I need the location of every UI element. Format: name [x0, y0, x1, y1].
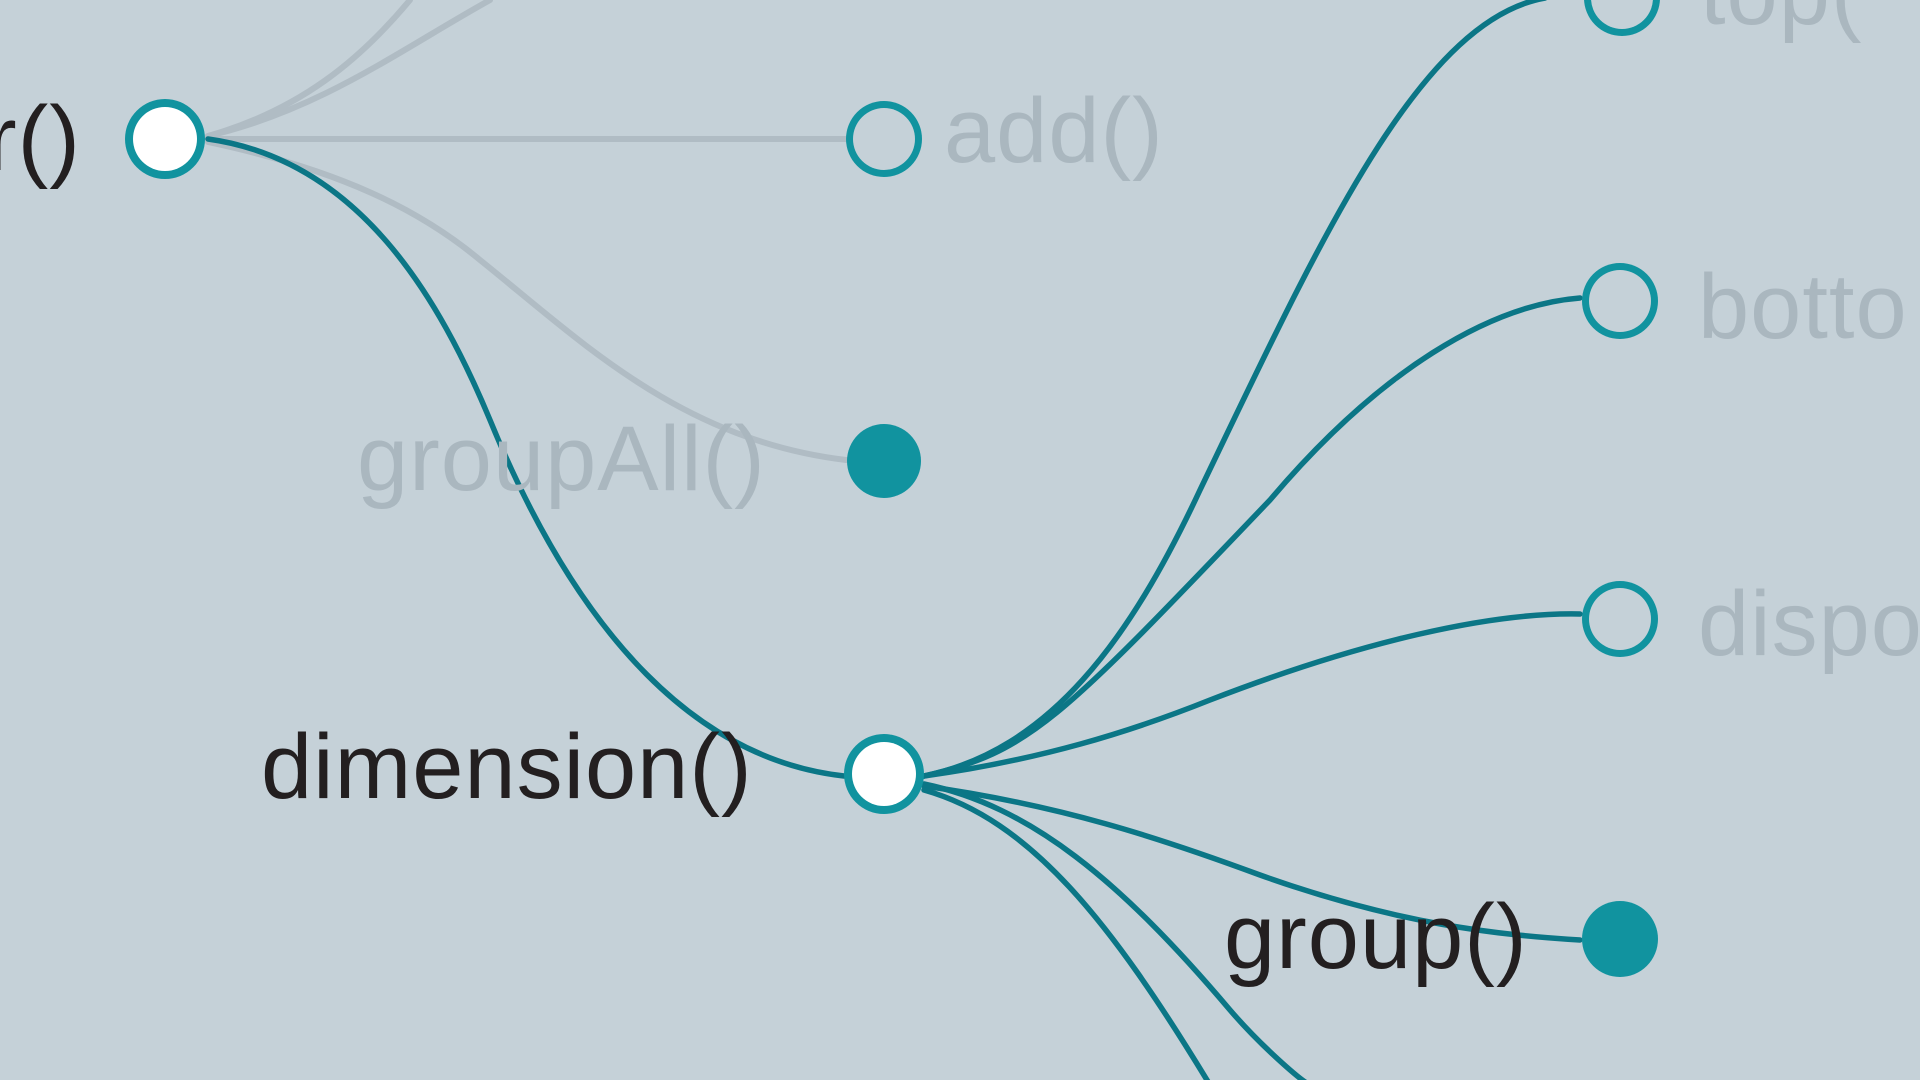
- crossfilter-node-core: [133, 107, 197, 171]
- edge-root-offscreen-2: [205, 0, 493, 139]
- edge-dimension-group: [921, 783, 1583, 943]
- edge-dimension-top: [921, 0, 1547, 779]
- dimension-node-core: [852, 742, 916, 806]
- active-edges: [205, 0, 1583, 1080]
- group-label: group(): [1224, 886, 1528, 988]
- add-label: add(): [944, 80, 1164, 182]
- crossfilter-label: r(): [0, 88, 81, 190]
- edge-dimension-dispose: [921, 611, 1583, 779]
- edge-root-dimension: [205, 136, 847, 779]
- edge-dimension-offscreen-1: [921, 787, 1211, 1080]
- bottom-label: botto: [1698, 256, 1908, 358]
- edge-dimension-offscreen-2: [921, 781, 1308, 1080]
- muted-edges: [205, 0, 851, 463]
- add-node-core: [853, 108, 915, 170]
- bottom-node-core: [1589, 270, 1651, 332]
- group-node[interactable]: [1582, 901, 1658, 977]
- edge-root-groupall: [205, 139, 849, 463]
- nodes: [125, 0, 1660, 977]
- edge-dimension-bottom: [921, 295, 1583, 779]
- top-node-core: [1591, 0, 1653, 29]
- dimension-label: dimension(): [261, 716, 753, 818]
- dispose-label: dispo: [1698, 573, 1920, 675]
- edge-root-offscreen-1: [205, 0, 413, 139]
- top-label: top(: [1700, 0, 1863, 44]
- groupall-label: groupAll(): [357, 408, 766, 510]
- dispose-node-core: [1589, 588, 1651, 650]
- groupall-node[interactable]: [847, 424, 921, 498]
- node-labels: r() add() groupAll() dimension() top( bo…: [0, 0, 1920, 988]
